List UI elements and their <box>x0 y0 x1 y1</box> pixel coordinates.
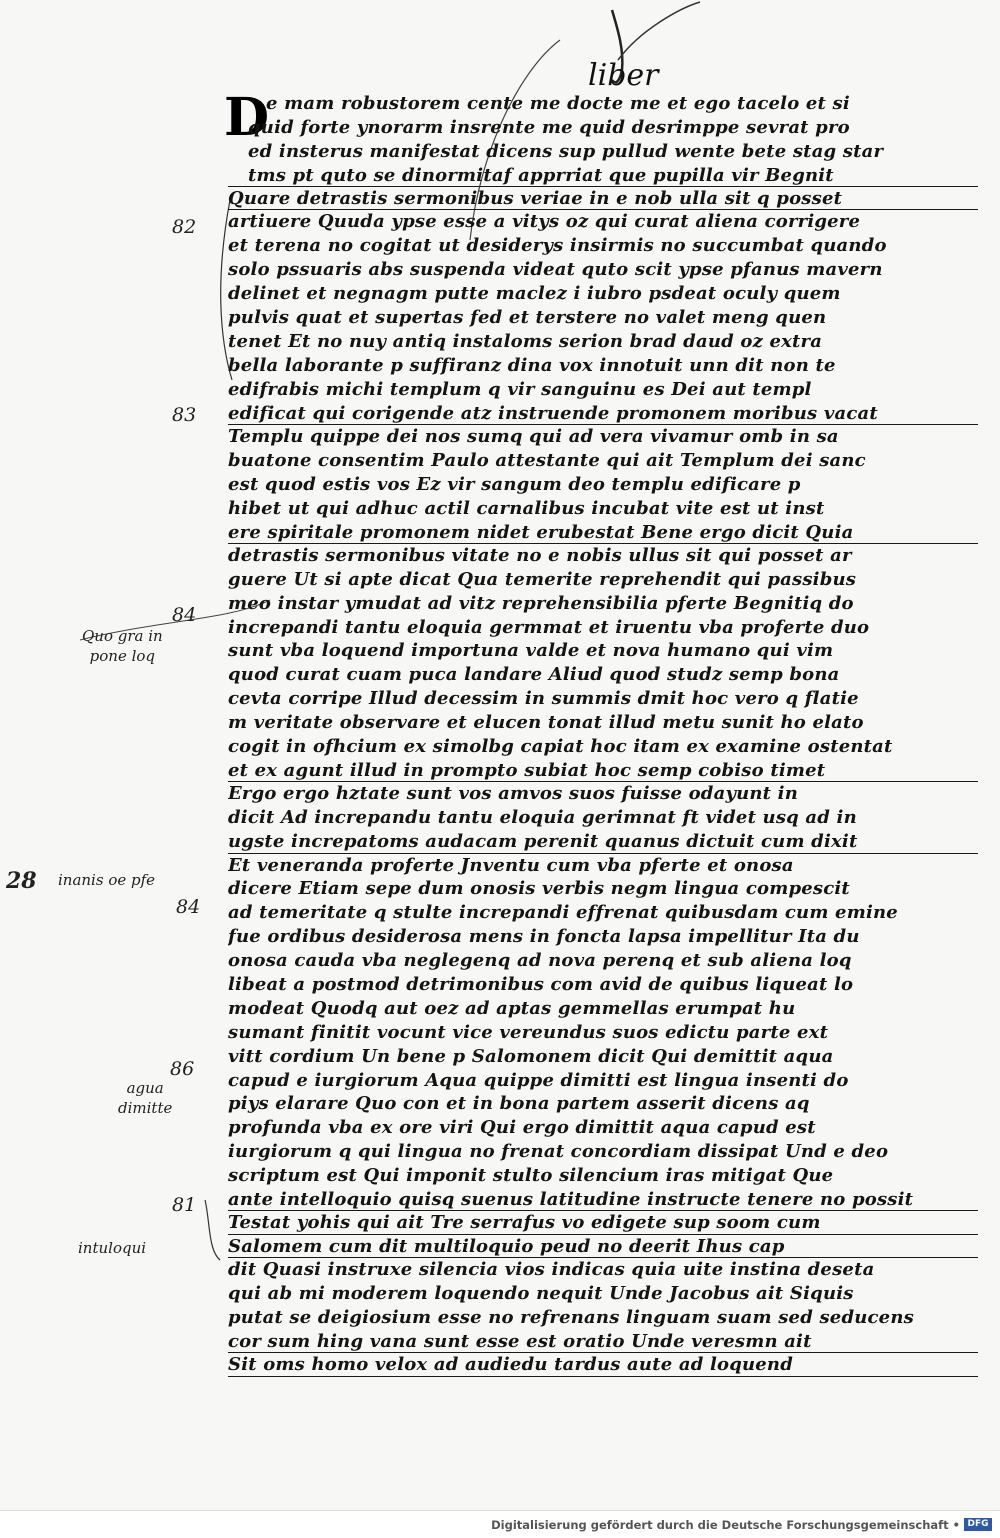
text-line: Salomem cum dit multiloquio peud no deer… <box>228 1235 978 1259</box>
margin-note: intuloqui <box>78 1239 147 1257</box>
text-line: meo instar ymudat ad vitz reprehensibili… <box>228 592 854 614</box>
margin-number: 84 <box>176 896 201 918</box>
text-line: delinet et negnagm putte maclez i iubro … <box>228 283 841 305</box>
margin-number: 28 <box>6 868 37 894</box>
text-line: artiuere Quuda ypse esse a vitys oz qui … <box>228 211 861 233</box>
text-line: Et veneranda proferte Jnventu cum vba pf… <box>228 854 794 876</box>
text-line: tenet Et no nuy antiq instaloms serion b… <box>228 330 823 352</box>
text-line: e mam robustorem cente me docte me et eg… <box>266 93 850 114</box>
margin-number: 86 <box>170 1058 195 1080</box>
text-line: Sit oms homo velox ad audiedu tardus aut… <box>228 1353 978 1377</box>
margin-note: inanis oe pfe <box>58 871 156 889</box>
text-line: dicit Ad increpandu tantu eloquia gerimn… <box>228 807 857 829</box>
text-line: solo pssuaris abs suspenda videat quto s… <box>228 259 883 281</box>
text-line: ugste increpatoms audacam perenit quanus… <box>228 830 978 854</box>
text-line: cogit in ofhcium ex simolbg capiat hoc i… <box>228 736 893 758</box>
text-line: cor sum hing vana sunt esse est oratio U… <box>228 1330 978 1354</box>
text-line: cevta corripe Illud decessim in summis d… <box>228 688 859 710</box>
text-column: e mam robustorem cente me docte me et eg… <box>228 92 978 1377</box>
text-line: ed insterus manifestat dicens sup pullud… <box>248 140 884 162</box>
text-line: et terena no cogitat ut desiderys insirm… <box>228 235 887 257</box>
text-line: bella laborante p suffiranz dina vox inn… <box>228 354 836 376</box>
text-line: pulvis quat et supertas fed et terstere … <box>228 307 827 329</box>
text-line: est quod estis vos Ez vir sangum deo tem… <box>228 473 801 495</box>
header-word: liber <box>588 58 659 93</box>
text-line: modeat Quodq aut oez ad aptas gemmellas … <box>228 997 796 1019</box>
text-line: Testat yohis qui ait Tre serrafus vo edi… <box>228 1211 978 1235</box>
text-line: quid forte ynorarm insrente me quid desr… <box>248 116 850 138</box>
text-line: qui ab mi moderem loquendo nequit Unde J… <box>228 1283 854 1305</box>
text-line: guere Ut si apte dicat Qua temerite repr… <box>228 568 857 590</box>
text-line: edificat qui corigende atz instruende pr… <box>228 402 978 425</box>
text-line: Templu quippe dei nos sumq qui ad vera v… <box>228 425 839 447</box>
text-line: onosa cauda vba neglegenq ad nova perenq… <box>228 950 852 972</box>
text-line: tms pt quto se dinormitaf apprriat que p… <box>228 164 978 188</box>
text-line: putat se deigiosium esse no refrenans li… <box>228 1306 914 1328</box>
text-line: sunt vba loquend importuna valde et nova… <box>228 640 834 662</box>
margin-note: Quo gra in pone loq <box>82 627 163 665</box>
text-line: ere spiritale promonem nidet erubestat B… <box>228 521 978 544</box>
text-line: sumant finitit vocunt vice vereundus suo… <box>228 1021 829 1043</box>
text-line: et ex agunt illud in prompto subiat hoc … <box>228 759 978 783</box>
text-line: Quare detrastis sermonibus veriae in e n… <box>228 187 978 211</box>
footer-bar: Digitalisierung gefördert durch die Deut… <box>0 1510 1000 1538</box>
initial-letter: D <box>224 87 270 148</box>
text-line: edifrabis michi templum q vir sanguinu e… <box>228 378 812 400</box>
text-line: vitt cordium Un bene p Salomonem dicit Q… <box>228 1045 834 1067</box>
dfg-logo-icon: DFG <box>964 1518 992 1531</box>
text-line: ad temeritate q stulte increpandi effren… <box>228 902 898 924</box>
margin-number: 82 <box>172 216 197 238</box>
text-line: profunda vba ex ore viri Qui ergo dimitt… <box>228 1117 816 1139</box>
text-line: ante intelloquio quisq suenus latitudine… <box>228 1188 978 1212</box>
margin-number: 83 <box>172 404 197 426</box>
text-line: piys elarare Quo con et in bona partem a… <box>228 1093 810 1115</box>
text-line: increpandi tantu eloquia germmat et irue… <box>228 616 870 638</box>
text-line: fue ordibus desiderosa mens in foncta la… <box>228 926 860 948</box>
text-line: iurgiorum q qui lingua no frenat concord… <box>228 1141 889 1163</box>
text-line: buatone consentim Paulo attestante qui a… <box>228 449 866 471</box>
text-line: libeat a postmod detrimonibus com avid d… <box>228 973 854 995</box>
margin-note: agua dimitte <box>118 1079 173 1117</box>
margin-number: 84 <box>172 604 197 626</box>
text-line: Ergo ergo hztate sunt vos amvos suos fui… <box>228 783 798 805</box>
text-line: capud e iurgiorum Aqua quippe dimitti es… <box>228 1069 849 1091</box>
footer-credit: Digitalisierung gefördert durch die Deut… <box>491 1518 960 1532</box>
text-line: hibet ut qui adhuc actil carnalibus incu… <box>228 497 825 519</box>
text-line: dit Quasi instruxe silencia vios indicas… <box>228 1259 875 1281</box>
text-line: quod curat cuam puca landare Aliud quod … <box>228 664 840 686</box>
text-line: dicere Etiam sepe dum onosis verbis negm… <box>228 878 850 900</box>
text-line: scriptum est Qui imponit stulto silenciu… <box>228 1165 834 1187</box>
margin-number: 81 <box>172 1194 197 1216</box>
text-line: detrastis sermonibus vitate no e nobis u… <box>228 544 852 566</box>
text-line: m veritate observare et elucen tonat ill… <box>228 712 864 734</box>
